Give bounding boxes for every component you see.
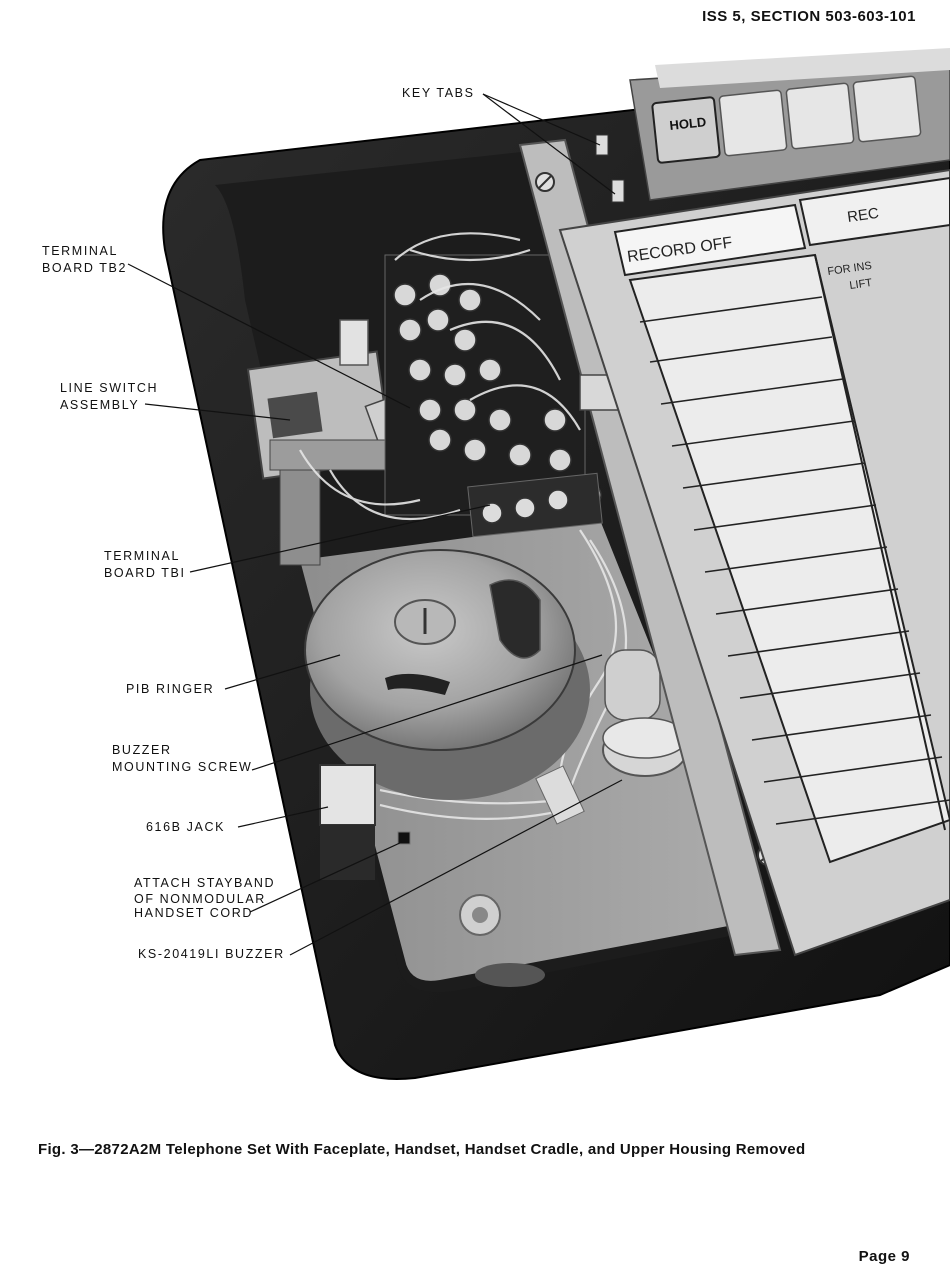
rec-text: REC (846, 205, 880, 226)
page-header: ISS 5, SECTION 503-603-101 (702, 8, 916, 25)
label-terminal-board-tb2-line1: TERMINAL (42, 244, 119, 258)
label-buzzer-screw-line1: BUZZER (112, 743, 172, 757)
label-616b-jack: 616B JACK (146, 820, 226, 834)
label-ks-buzzer: KS-20419LI BUZZER (138, 947, 285, 961)
label-terminal-board-tb1-line1: TERMINAL (104, 549, 181, 563)
telephone-interior-photo: RECORD OFF REC FOR INS LIFT HOLD (127, 48, 950, 1080)
label-buzzer-screw-line2: MOUNTING SCREW (112, 760, 253, 774)
label-stayband-line1: ATTACH STAYBAND (134, 876, 276, 890)
label-line-switch-line2: ASSEMBLY (60, 398, 140, 412)
label-stayband-line3: HANDSET CORD (134, 906, 253, 920)
label-terminal-board-tb2-line2: BOARD TB2 (42, 261, 128, 275)
lift-text: LIFT (849, 277, 873, 292)
label-stayband-line2: OF NONMODULAR (134, 892, 266, 906)
label-key-tabs: KEY TABS (402, 86, 475, 100)
label-ringer: PIB RINGER (126, 682, 215, 696)
page-number: Page 9 (858, 1248, 910, 1265)
label-terminal-board-tb1-line2: BOARD TBI (104, 566, 186, 580)
hold-key-text: HOLD (669, 114, 707, 133)
label-line-switch-line1: LINE SWITCH (60, 381, 159, 395)
figure-caption: Fig. 3—2872A2M Telephone Set With Facepl… (38, 1141, 806, 1158)
